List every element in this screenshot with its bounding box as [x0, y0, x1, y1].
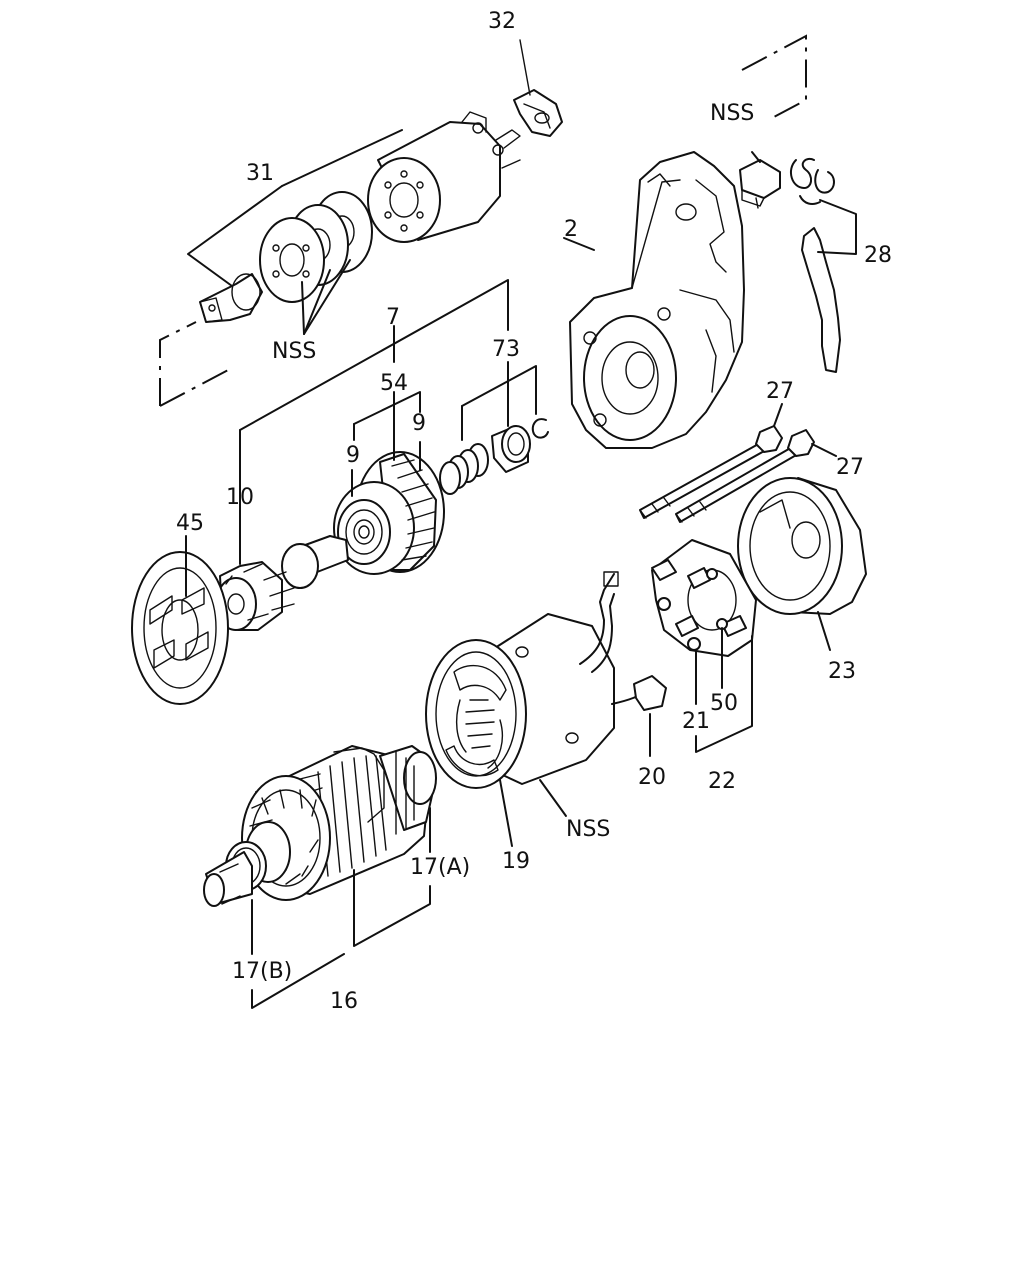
switch-plates: [259, 191, 373, 303]
through-bolts-part-27: [639, 403, 837, 523]
label-nss-top: NSS: [710, 101, 754, 126]
label-nss-yoke: NSS: [566, 817, 610, 842]
label-23: 23: [828, 659, 856, 684]
label-54: 54: [380, 371, 408, 396]
leader-73: [239, 279, 537, 565]
terminal-cap-part-32: [513, 39, 563, 137]
leader-nss-plates: [301, 259, 351, 335]
label-16: 16: [330, 989, 358, 1014]
part-labels: 32 31 NSS NSS 2 28 7 73 54 9 9 10 27 27 …: [176, 9, 892, 1014]
label-27-right: 27: [836, 455, 864, 480]
label-31: 31: [246, 161, 274, 186]
drive-housing-part-2: [563, 151, 745, 449]
label-20: 20: [638, 765, 666, 790]
snap-ring: [531, 418, 549, 439]
stop-collar: [491, 425, 531, 473]
spring-part-28: [789, 158, 857, 373]
label-50: 50: [710, 691, 738, 716]
yoke-assembly: [425, 571, 667, 847]
magnetic-switch-part-31: [367, 111, 521, 243]
pinion-gear-part-10: [215, 535, 349, 631]
brush-holder-part-22: [651, 539, 757, 657]
label-10: 10: [226, 485, 254, 510]
label-9-left: 9: [346, 443, 360, 468]
label-19: 19: [502, 849, 530, 874]
label-17b: 17(B): [232, 959, 292, 984]
label-28: 28: [864, 243, 892, 268]
label-9-right: 9: [412, 411, 426, 436]
leader-31: [187, 129, 403, 287]
label-21: 21: [682, 709, 710, 734]
label-2: 2: [564, 217, 578, 242]
label-7: 7: [386, 305, 400, 330]
label-73: 73: [492, 337, 520, 362]
rear-cover-part-23: [737, 477, 867, 651]
dashed-section-marker-top-right: [741, 34, 807, 119]
leader-7-54-9: [351, 325, 421, 497]
overrunning-clutch-part-54: [333, 451, 445, 575]
plunger: [199, 273, 263, 323]
nss-brush-spring-part: [739, 151, 781, 209]
dashed-section-marker-left: [159, 321, 233, 407]
label-nss-plates: NSS: [272, 339, 316, 364]
label-45: 45: [176, 511, 204, 536]
label-27-top: 27: [766, 379, 794, 404]
end-plate-part-45: [131, 535, 229, 705]
label-17a: 17(A): [410, 855, 470, 880]
label-32: 32: [488, 9, 516, 34]
armature-part-16: [203, 745, 437, 907]
leader-21-50-22: [695, 627, 753, 753]
coil-spring: [439, 443, 489, 495]
leader-16-17: [251, 807, 431, 1009]
label-22: 22: [708, 769, 736, 794]
